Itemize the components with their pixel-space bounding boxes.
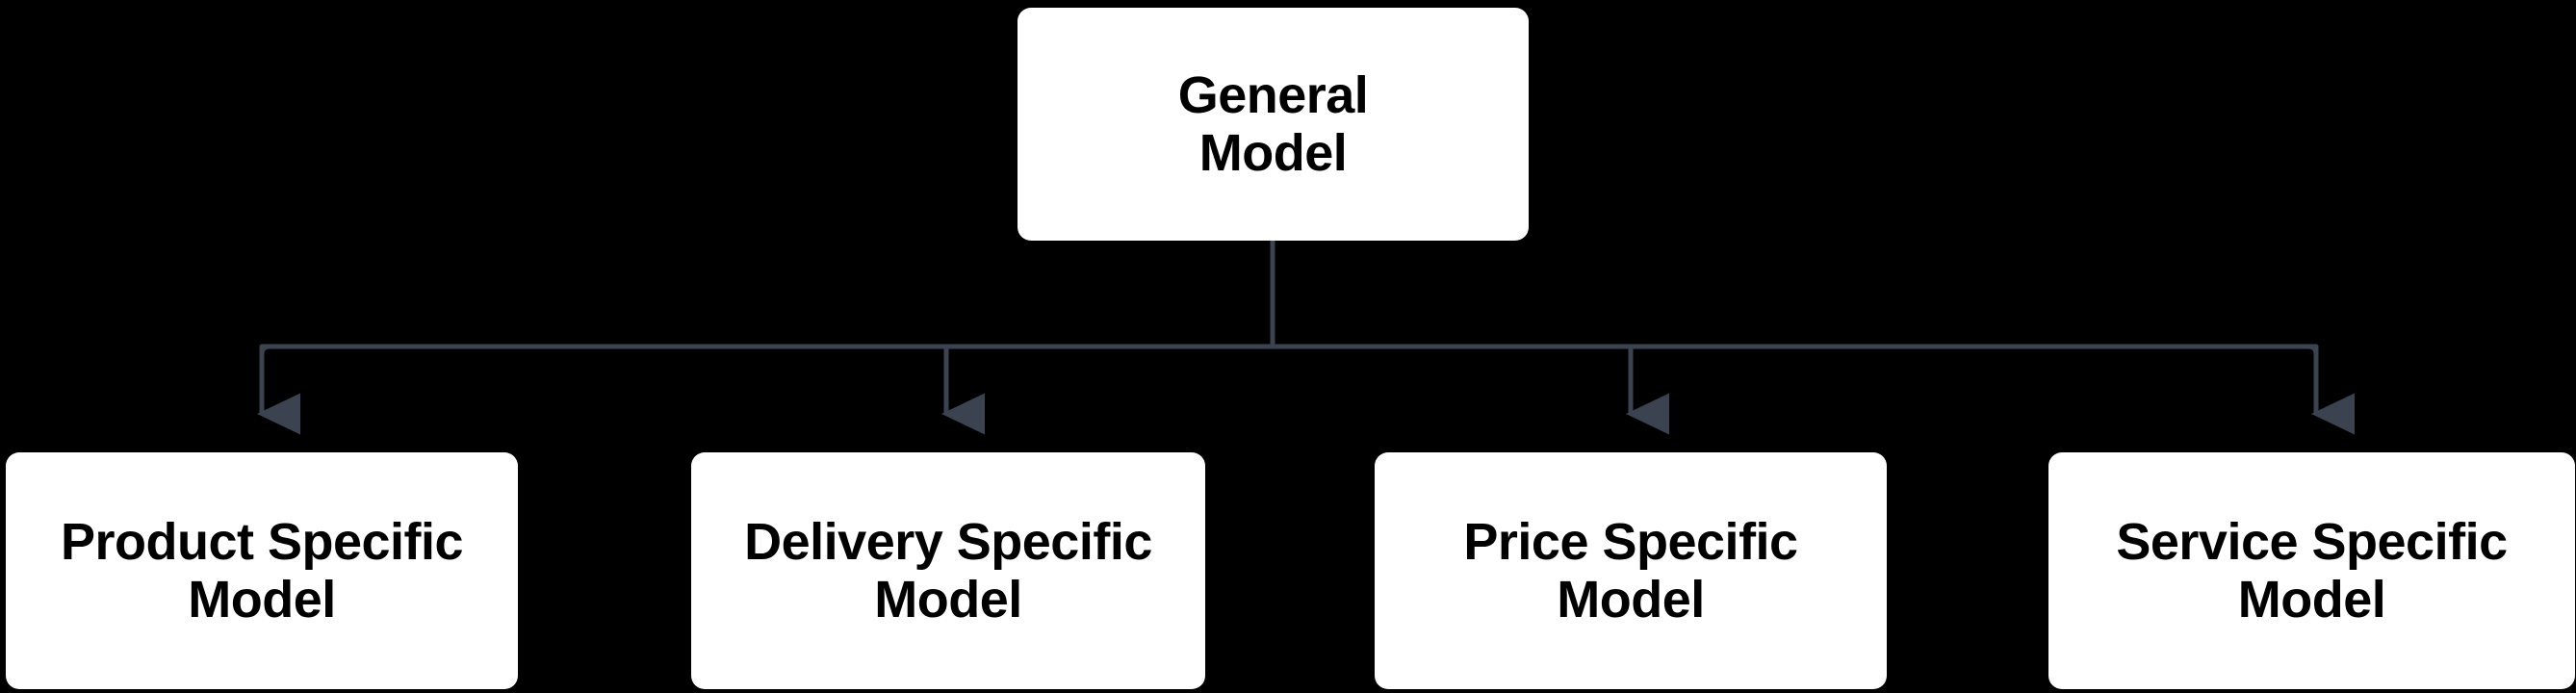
node-delivery-specific-model[interactable]: Delivery Specific Model [691, 452, 1205, 689]
node-service-specific-model-label: Service Specific Model [2116, 512, 2508, 629]
node-product-specific-model-label: Product Specific Model [60, 512, 464, 629]
node-general-model-label: General Model [1177, 65, 1369, 182]
connector-corner-right [2294, 344, 2319, 364]
node-general-model[interactable]: General Model [1018, 8, 1529, 241]
node-price-specific-model[interactable]: Price Specific Model [1375, 452, 1887, 689]
node-service-specific-model[interactable]: Service Specific Model [2048, 452, 2575, 689]
node-price-specific-model-label: Price Specific Model [1463, 512, 1798, 629]
node-product-specific-model[interactable]: Product Specific Model [6, 452, 518, 689]
connector-corner-left [259, 344, 284, 364]
node-delivery-specific-model-label: Delivery Specific Model [744, 512, 1152, 629]
